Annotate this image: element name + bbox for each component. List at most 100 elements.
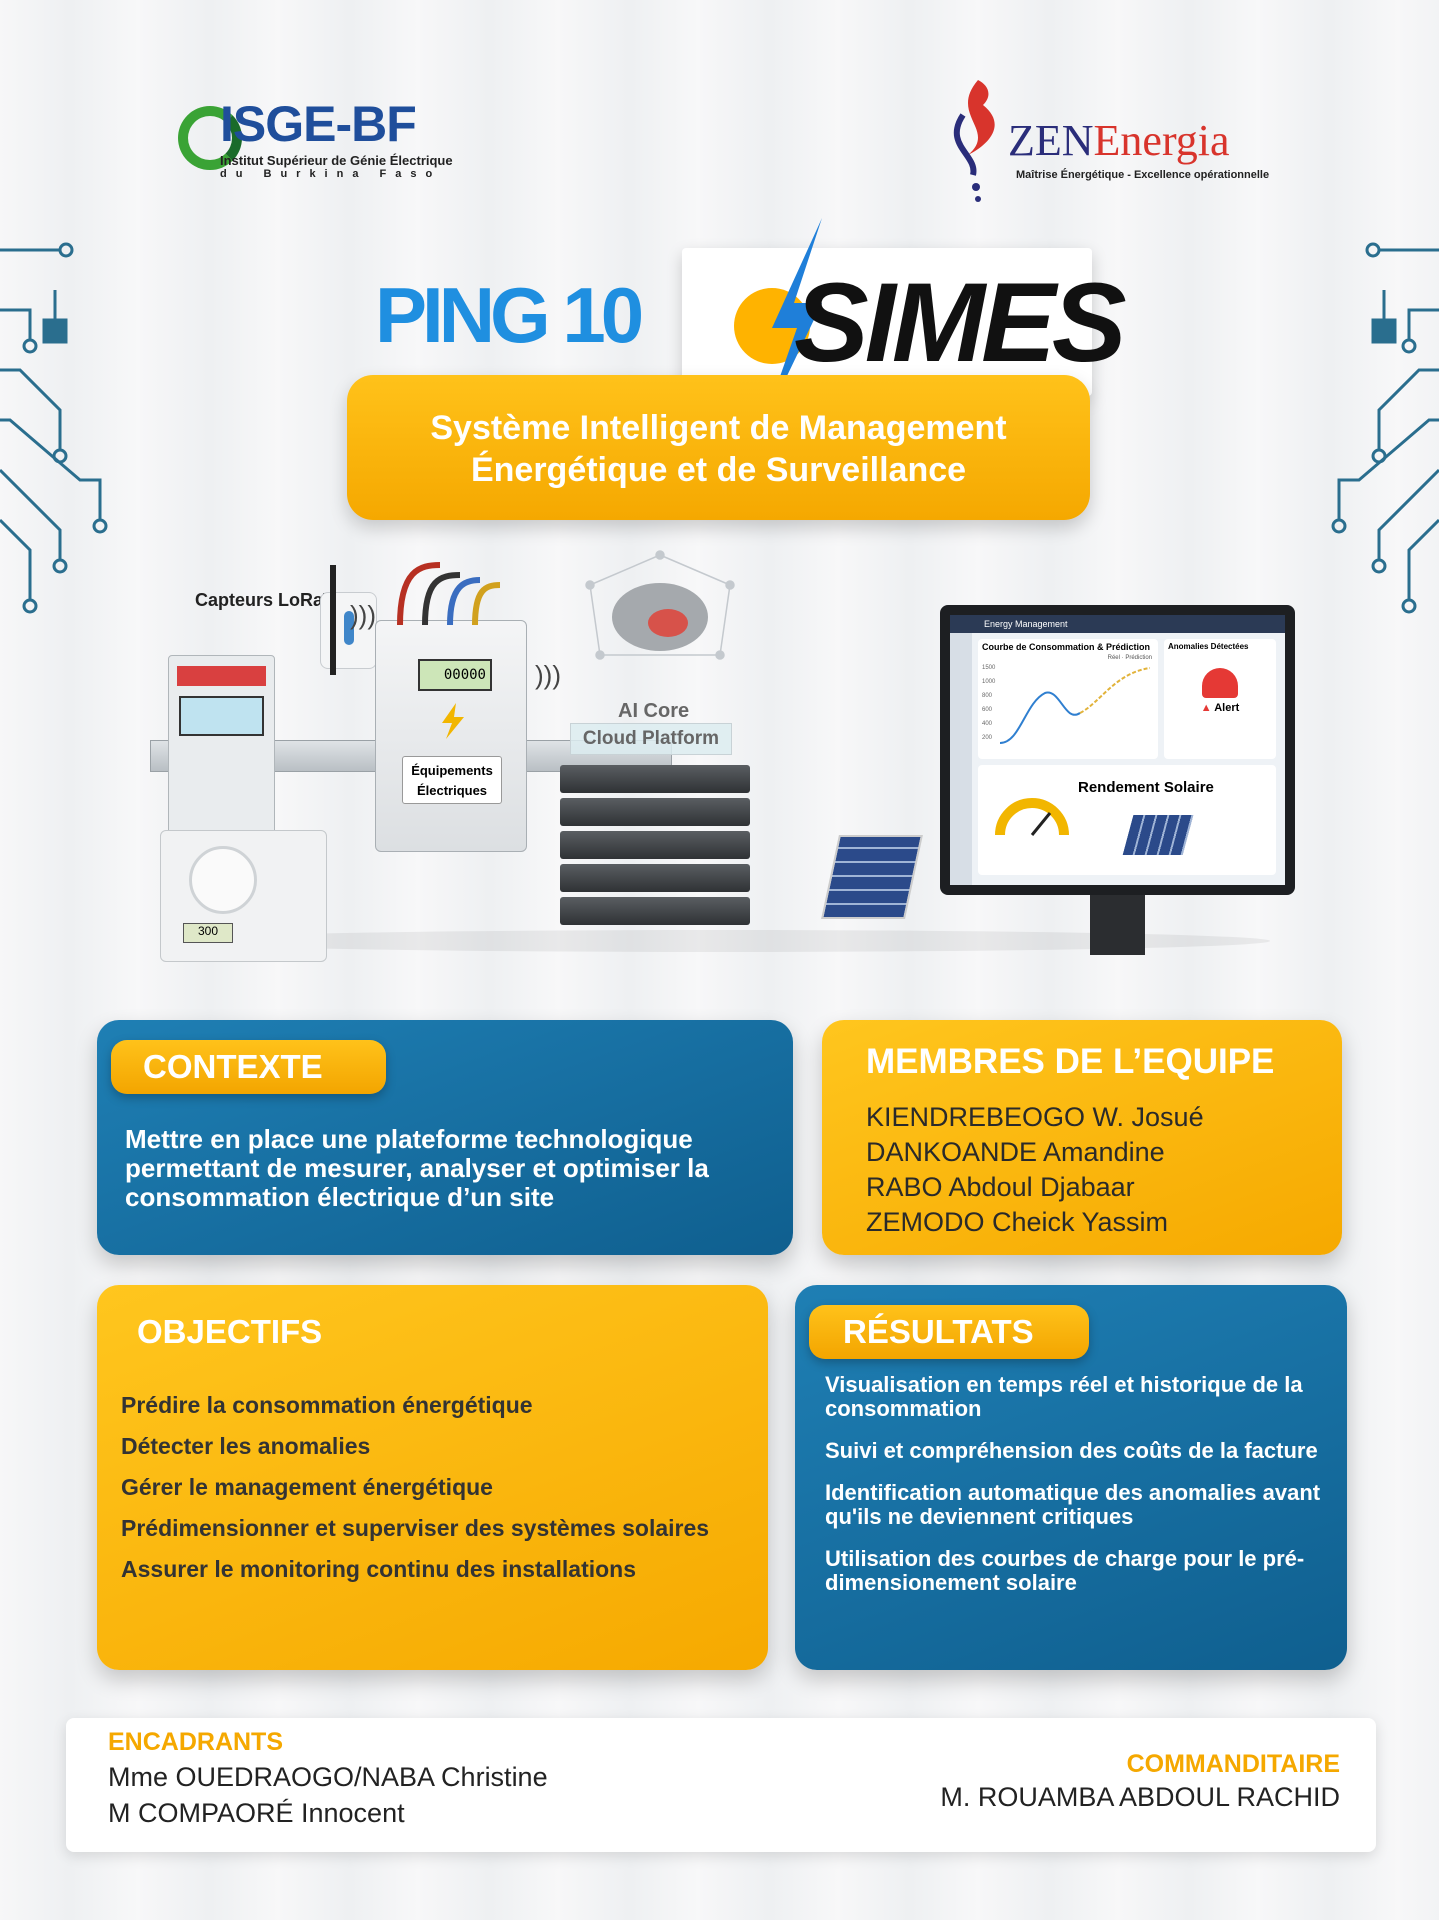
alert-label: ▲ Alert — [1164, 702, 1276, 714]
server-unit — [560, 831, 750, 859]
resultat-item: Identification automatique des anomalies… — [825, 1480, 1321, 1529]
cloud-platform-label: Cloud Platform — [570, 723, 732, 755]
objectif-item: Gérer le management énergétique — [121, 1474, 493, 1500]
wireless-signal-icon-2: ))) — [535, 660, 561, 690]
server-stack — [560, 765, 750, 930]
alarm-light-icon — [1202, 668, 1238, 698]
resultat-item: Utilisation des courbes de charge pour l… — [825, 1546, 1305, 1595]
consumption-chart-card: Courbe de Consommation & Prédiction Réel… — [978, 639, 1158, 759]
contexte-card: CONTEXTE Mettre en place une plateforme … — [97, 1020, 793, 1255]
objectif-item: Détecter les anomalies — [121, 1433, 371, 1459]
thermometer-icon — [343, 611, 354, 645]
member-name: KIENDREBEOGO W. Josué — [866, 1102, 1204, 1132]
warning-icon: ▲ — [1200, 702, 1212, 714]
chart-y-tick: 1000 — [982, 679, 996, 685]
energy-meter-enclosure: 00000 Équipements Électriques — [375, 620, 527, 852]
socket-meter: 300 — [183, 923, 233, 943]
resultats-pill: RÉSULTATS — [809, 1305, 1089, 1359]
membres-card: MEMBRES DE L’EQUIPE KIENDREBEOGO W. Josu… — [822, 1020, 1342, 1255]
monitor: Energy Management Courbe de Consommation… — [940, 605, 1295, 955]
chart-y-tick: 600 — [982, 707, 993, 713]
member-name: DANKOANDE Amandine — [866, 1137, 1165, 1167]
isge-subtitle: Institut Supérieur de Génie Électrique — [220, 153, 453, 168]
member-name: ZEMODO Cheick Yassim — [866, 1207, 1169, 1237]
server-unit — [560, 765, 750, 793]
ai-network-icon — [585, 550, 735, 660]
lightning-icon — [762, 218, 822, 428]
contexte-text: Mettre en place une plateforme technolog… — [125, 1124, 709, 1212]
footer-card: ENCADRANTS Mme OUEDRAOGO/NABA Christine … — [66, 1718, 1376, 1852]
socket-panel: 300 — [160, 830, 327, 962]
solar-yield-title: Rendement Solaire — [1078, 779, 1214, 796]
consumption-chart-title: Courbe de Consommation & Prédiction — [982, 642, 1151, 652]
illustration: Capteurs LoRaWAN 300 ))) 00000 Équipemen… — [140, 550, 1320, 962]
flame-icon — [953, 80, 995, 202]
objectifs-card: OBJECTIFS Prédire la consommation énergé… — [97, 1285, 768, 1670]
ai-core-label: AI Core — [618, 700, 690, 722]
objectif-item: Assurer le monitoring continu des instal… — [121, 1556, 637, 1582]
membres-list: KIENDREBEOGO W. Josué DANKOANDE Amandine… — [866, 1100, 1204, 1240]
member-name: RABO Abdoul Djabaar — [866, 1172, 1135, 1202]
encadrant-name: Mme OUEDRAOGO/NABA Christine — [108, 1762, 548, 1792]
isge-ring-icon — [178, 105, 242, 170]
meter-display: 00000 — [418, 659, 492, 691]
isge-logo: ISGE-BF Institut Supérieur de Génie Élec… — [178, 95, 453, 180]
circuit-decoration-right — [1331, 242, 1439, 614]
antenna-icon — [330, 565, 336, 675]
solar-yield-card: Rendement Solaire — [978, 765, 1276, 875]
zen-name-part1: ZEN — [1008, 116, 1094, 165]
resultats-heading: RÉSULTATS — [843, 1313, 1034, 1350]
dashboard-screen: Energy Management Courbe de Consommation… — [950, 615, 1285, 885]
legend-prediction: Prédiction — [1125, 655, 1152, 661]
subtitle-line-2: Énergétique et de Surveillance — [470, 451, 967, 489]
chart-legend: Réel · Prédiction — [1107, 655, 1152, 661]
chart-y-tick: 1500 — [982, 665, 996, 671]
anomalies-title: Anomalies Détectées — [1168, 642, 1249, 651]
commanditaire-name: M. ROUAMBA ABDOUL RACHID — [940, 1782, 1340, 1812]
objectif-item: Prédire la consommation énergétique — [121, 1392, 533, 1418]
socket-icon — [189, 846, 257, 914]
solar-panel-icon — [821, 835, 923, 919]
equipment-label-box: Équipements Électriques — [402, 756, 502, 804]
breaker-terminals — [177, 666, 266, 686]
server-unit — [560, 798, 750, 826]
zen-name-part2: Energia — [1093, 116, 1230, 165]
dashboard-header: Energy Management — [950, 615, 1285, 633]
server-unit — [560, 864, 750, 892]
resultat-item: Visualisation en temps réel et historiqu… — [825, 1372, 1303, 1421]
isge-name: ISGE-BF — [220, 96, 417, 152]
floor-shadow — [170, 930, 1270, 952]
simes-card: SIMES — [682, 218, 1127, 428]
commanditaire-heading: COMMANDITAIRE — [1126, 1750, 1340, 1778]
chart-y-tick: 800 — [982, 693, 993, 699]
dashboard-sidebar — [950, 633, 972, 885]
lightning-warning-icon — [442, 703, 464, 739]
chart-y-tick: 200 — [982, 735, 993, 741]
sensor-display — [179, 696, 264, 736]
encadrant-name: M COMPAORÉ Innocent — [108, 1798, 405, 1828]
monitor-stand — [1090, 895, 1145, 955]
alert-text: Alert — [1214, 702, 1240, 714]
server-unit — [560, 897, 750, 925]
equipment-label-line-2: Électriques — [416, 783, 488, 798]
resultats-card: RÉSULTATS Visualisation en temps réel et… — [795, 1285, 1347, 1670]
gauge-icon — [995, 798, 1069, 836]
contexte-heading: CONTEXTE — [143, 1048, 323, 1085]
equipment-label-line-1: Équipements — [411, 763, 493, 778]
chart-y-tick: 400 — [982, 721, 993, 727]
zenenergia-logo: ZENEnergia Maîtrise Énergétique - Excell… — [938, 75, 1270, 205]
simes-brand: SIMES — [794, 260, 1127, 385]
membres-heading: MEMBRES DE L’EQUIPE — [866, 1042, 1275, 1081]
objectifs-heading: OBJECTIFS — [137, 1313, 323, 1350]
subtitle-band: Système Intelligent de Management Énergé… — [347, 375, 1090, 520]
resultats-list: Visualisation en temps réel et historiqu… — [825, 1373, 1335, 1595]
chart-y-ticks: 1500 1000 800 600 400 200 — [982, 661, 995, 745]
zen-tagline: Maîtrise Énergétique - Excellence opérat… — [1016, 169, 1270, 181]
legend-real: Réel — [1107, 655, 1120, 661]
circuit-decoration-left — [0, 242, 108, 614]
subtitle-line-1: Système Intelligent de Management — [430, 409, 1007, 447]
resultat-item: Suivi et compréhension des coûts de la f… — [825, 1438, 1318, 1463]
encadrants-heading: ENCADRANTS — [108, 1728, 283, 1756]
isge-subtitle-2: du Burkina Faso — [220, 168, 442, 180]
objectifs-list: Prédire la consommation énergétique Déte… — [121, 1385, 761, 1590]
